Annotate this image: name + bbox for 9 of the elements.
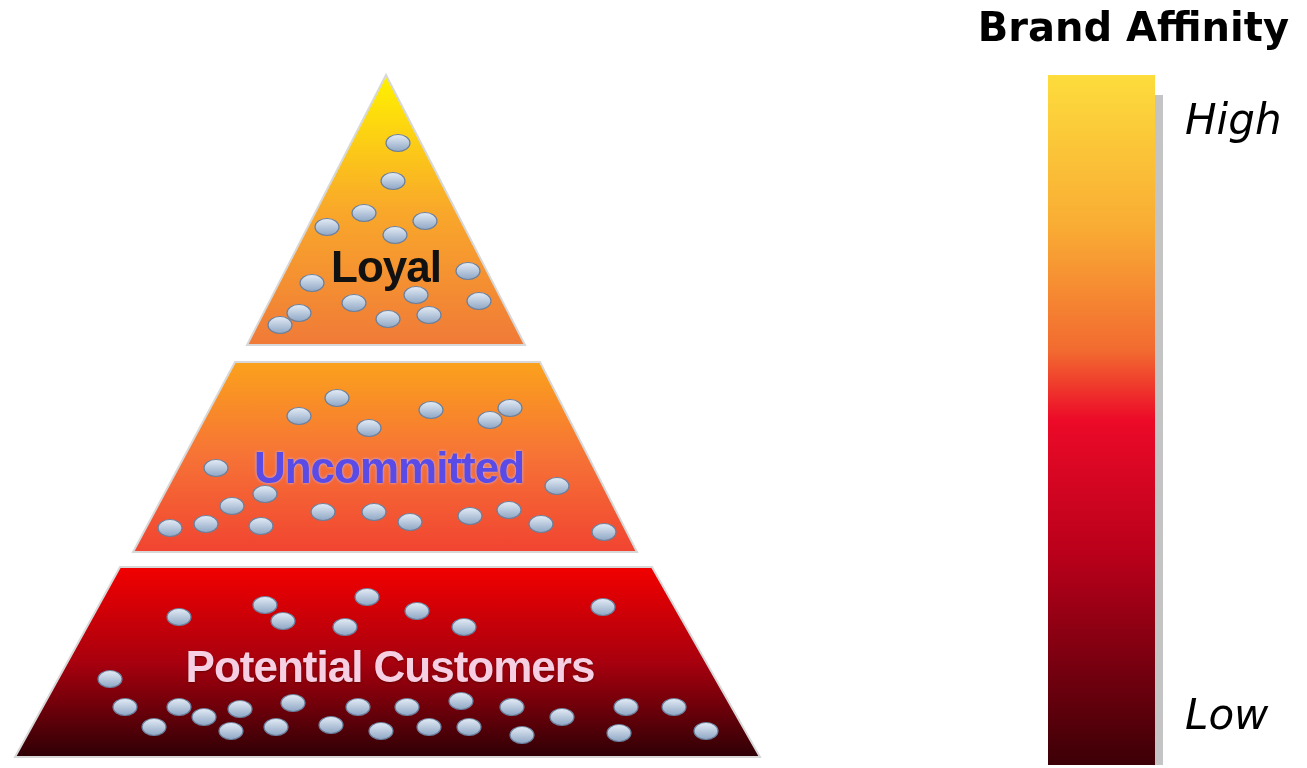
- scale-title: Brand Affinity: [977, 4, 1289, 50]
- tier-label: Potential Customers: [185, 642, 595, 692]
- pyramid-tier: [15, 567, 760, 757]
- tier-label: Uncommitted: [253, 443, 525, 493]
- scale-label: High: [1185, 95, 1282, 144]
- scale-label: Low: [1185, 690, 1269, 739]
- pyramid-tier: [133, 362, 637, 552]
- pyramid-tier: [247, 75, 525, 345]
- tier-label: Loyal: [331, 242, 441, 292]
